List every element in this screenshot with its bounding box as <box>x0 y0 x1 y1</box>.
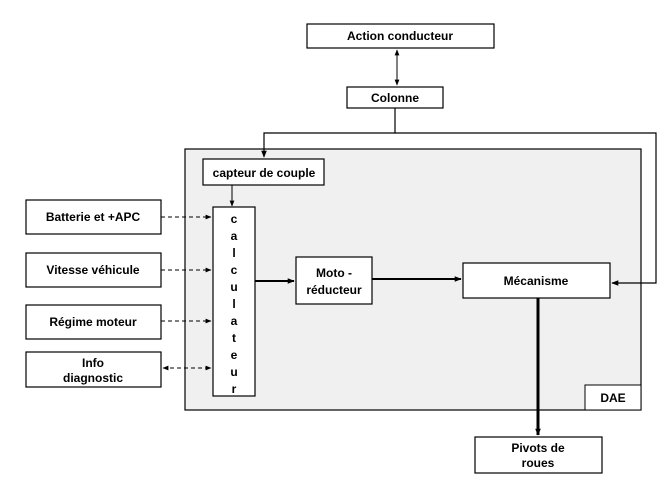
calculateur-letter: c <box>231 263 238 277</box>
calculateur-letter: c <box>231 212 238 226</box>
vitesse-label: Vitesse véhicule <box>46 263 139 277</box>
info-label-1: Info <box>82 356 104 370</box>
mecanisme-label: Mécanisme <box>504 274 569 288</box>
pivots-box <box>474 436 603 474</box>
pivots-label-2: roues <box>522 456 555 470</box>
calculateur-letter: e <box>231 348 238 362</box>
calculateur-letter: r <box>232 382 237 396</box>
calculateur-letter: l <box>232 246 235 260</box>
moto-reducteur-label-1: Moto - <box>316 266 352 280</box>
calculateur-label: c a l c u l a t e u r <box>230 212 237 396</box>
colonne-to-mecanisme-line <box>395 132 657 286</box>
batterie-label: Batterie et +APC <box>46 210 141 224</box>
calculateur-letter: a <box>231 229 238 243</box>
dae-label-box <box>584 384 642 411</box>
calculateur-letter: l <box>232 297 235 311</box>
info-label-2: diagnostic <box>63 371 123 385</box>
regime-label: Régime moteur <box>49 315 137 329</box>
regime-box <box>25 304 162 340</box>
capteur-label: capteur de couple <box>213 166 316 180</box>
calculateur-letter: a <box>231 314 238 328</box>
capteur-box <box>202 158 325 186</box>
moto-reducteur-label-2: réducteur <box>306 283 362 297</box>
dae-label: DAE <box>600 391 625 405</box>
calculateur-letter: t <box>232 331 236 345</box>
colonne-label: Colonne <box>371 91 419 105</box>
pivots-label-1: Pivots de <box>511 441 565 455</box>
action-conducteur-label: Action conducteur <box>347 29 453 43</box>
moto-reducteur-box <box>295 256 373 305</box>
calculateur-letter: u <box>230 365 237 379</box>
mecanisme-box <box>462 262 611 299</box>
vitesse-box <box>25 252 162 288</box>
colonne-to-capteur-line <box>261 108 396 158</box>
info-box <box>25 351 162 388</box>
calculateur-box <box>212 206 256 397</box>
batterie-box <box>25 199 162 235</box>
action-conducteur-box <box>306 23 495 49</box>
calculateur-letter: u <box>230 280 237 294</box>
